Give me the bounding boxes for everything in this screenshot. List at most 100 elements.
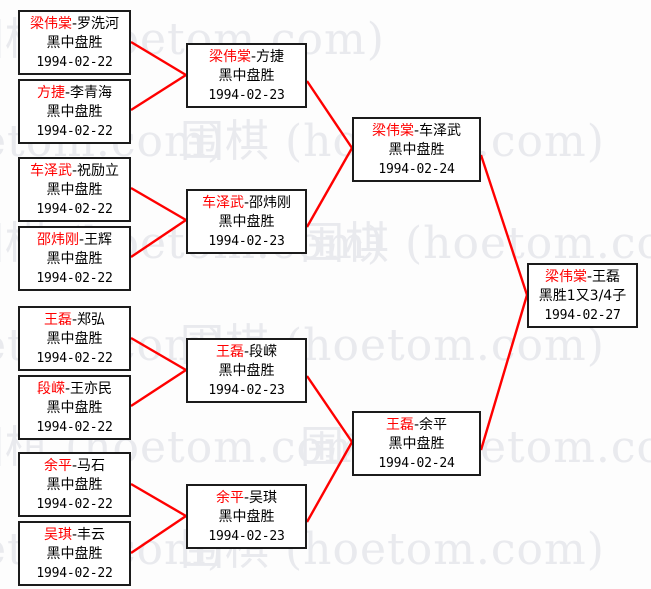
loser-name: 王亦民	[70, 381, 113, 397]
match-box[interactable]: 车泽武-祝励立 黑中盘胜 1994-02-22	[18, 157, 131, 222]
vs-dash: -	[64, 381, 71, 397]
vs-dash: -	[243, 490, 250, 506]
loser-name: 郑弘	[77, 312, 106, 328]
vs-dash: -	[243, 344, 250, 360]
winner-name: 吴琪	[43, 527, 72, 543]
match-result: 黑中盘胜	[46, 477, 103, 493]
match-box[interactable]: 段嵘-王亦民 黑中盘胜 1994-02-22	[18, 375, 131, 440]
vs-dash: -	[243, 195, 250, 211]
vs-dash: -	[250, 49, 257, 65]
match-result: 黑中盘胜	[46, 104, 103, 120]
match-players: 段嵘-王亦民	[20, 380, 129, 399]
winner-name: 梁伟棠	[371, 123, 414, 139]
vs-dash: -	[586, 269, 593, 285]
match-date: 1994-02-23	[208, 383, 285, 398]
match-date: 1994-02-22	[36, 202, 113, 217]
match-result: 黑中盘胜	[46, 251, 103, 267]
loser-name: 段嵘	[249, 344, 278, 360]
match-result: 黑中盘胜	[46, 400, 103, 416]
match-result: 黑中盘胜	[46, 35, 103, 51]
match-players: 车泽武-祝励立	[20, 162, 129, 181]
match-result: 黑中盘胜	[218, 68, 275, 84]
vs-dash: -	[71, 458, 78, 474]
match-date: 1994-02-22	[36, 420, 113, 435]
vs-dash: -	[71, 527, 78, 543]
winner-name: 王磊	[43, 312, 72, 328]
match-box[interactable]: 梁伟棠-车泽武 黑中盘胜 1994-02-24	[352, 117, 481, 182]
loser-name: 余平	[419, 417, 448, 433]
loser-name: 王辉	[84, 232, 113, 248]
match-players: 梁伟棠-方捷	[188, 48, 305, 67]
match-result: 黑中盘胜	[46, 546, 103, 562]
match-date: 1994-02-22	[36, 497, 113, 512]
vs-dash: -	[71, 312, 78, 328]
match-box[interactable]: 梁伟棠-罗洗河 黑中盘胜 1994-02-22	[18, 10, 131, 75]
match-players: 王磊-余平	[354, 416, 479, 435]
winner-name: 段嵘	[36, 381, 65, 397]
winner-name: 梁伟棠	[544, 269, 587, 285]
loser-name: 邵炜刚	[249, 195, 292, 211]
winner-name: 王磊	[215, 344, 244, 360]
vs-dash: -	[78, 232, 85, 248]
match-result: 黑胜1又3/4子	[538, 288, 627, 304]
loser-name: 罗洗河	[77, 16, 120, 32]
vs-dash: -	[64, 85, 71, 101]
winner-name: 余平	[43, 458, 72, 474]
loser-name: 马石	[77, 458, 106, 474]
match-result: 黑中盘胜	[46, 331, 103, 347]
match-box[interactable]: 余平-马石 黑中盘胜 1994-02-22	[18, 452, 131, 517]
loser-name: 祝励立	[77, 163, 120, 179]
match-box[interactable]: 梁伟棠-方捷 黑中盘胜 1994-02-23	[186, 43, 307, 108]
match-date: 1994-02-24	[378, 162, 455, 177]
match-result: 黑中盘胜	[218, 363, 275, 379]
match-date: 1994-02-23	[208, 529, 285, 544]
match-date: 1994-02-22	[36, 351, 113, 366]
match-players: 余平-吴琪	[188, 489, 305, 508]
match-result: 黑中盘胜	[218, 214, 275, 230]
match-box[interactable]: 车泽武-邵炜刚 黑中盘胜 1994-02-23	[186, 189, 307, 254]
match-box[interactable]: 吴琪-丰云 黑中盘胜 1994-02-22	[18, 521, 131, 586]
final-match-box[interactable]: 梁伟棠-王磊 黑胜1又3/4子 1994-02-27	[527, 263, 638, 328]
match-players: 梁伟棠-罗洗河	[20, 15, 129, 34]
match-result: 黑中盘胜	[388, 436, 445, 452]
match-box[interactable]: 王磊-段嵘 黑中盘胜 1994-02-23	[186, 338, 307, 403]
loser-name: 李青海	[70, 85, 113, 101]
match-date: 1994-02-22	[36, 124, 113, 139]
winner-name: 方捷	[36, 85, 65, 101]
winner-name: 邵炜刚	[36, 232, 79, 248]
match-date: 1994-02-23	[208, 88, 285, 103]
loser-name: 丰云	[77, 527, 106, 543]
winner-name: 梁伟棠	[208, 49, 251, 65]
match-players: 余平-马石	[20, 457, 129, 476]
match-box[interactable]: 邵炜刚-王辉 黑中盘胜 1994-02-22	[18, 226, 131, 291]
winner-name: 余平	[215, 490, 244, 506]
vs-dash: -	[413, 123, 420, 139]
vs-dash: -	[413, 417, 420, 433]
loser-name: 车泽武	[419, 123, 462, 139]
match-date: 1994-02-22	[36, 271, 113, 286]
winner-name: 梁伟棠	[29, 16, 72, 32]
loser-name: 方捷	[256, 49, 285, 65]
match-date: 1994-02-24	[378, 456, 455, 471]
winner-name: 车泽武	[201, 195, 244, 211]
match-date: 1994-02-23	[208, 234, 285, 249]
winner-name: 王磊	[385, 417, 414, 433]
vs-dash: -	[71, 163, 78, 179]
loser-name: 王磊	[592, 269, 621, 285]
match-players: 方捷-李青海	[20, 84, 129, 103]
match-result: 黑中盘胜	[388, 142, 445, 158]
match-box[interactable]: 余平-吴琪 黑中盘胜 1994-02-23	[186, 484, 307, 549]
match-date: 1994-02-22	[36, 55, 113, 70]
match-box[interactable]: 王磊-郑弘 黑中盘胜 1994-02-22	[18, 306, 131, 371]
match-players: 梁伟棠-王磊	[529, 268, 636, 287]
match-date: 1994-02-27	[544, 308, 621, 323]
match-players: 王磊-段嵘	[188, 343, 305, 362]
match-players: 梁伟棠-车泽武	[354, 122, 479, 141]
match-players: 王磊-郑弘	[20, 311, 129, 330]
match-box[interactable]: 方捷-李青海 黑中盘胜 1994-02-22	[18, 79, 131, 144]
match-box[interactable]: 王磊-余平 黑中盘胜 1994-02-24	[352, 411, 481, 476]
match-result: 黑中盘胜	[218, 509, 275, 525]
match-date: 1994-02-22	[36, 566, 113, 581]
